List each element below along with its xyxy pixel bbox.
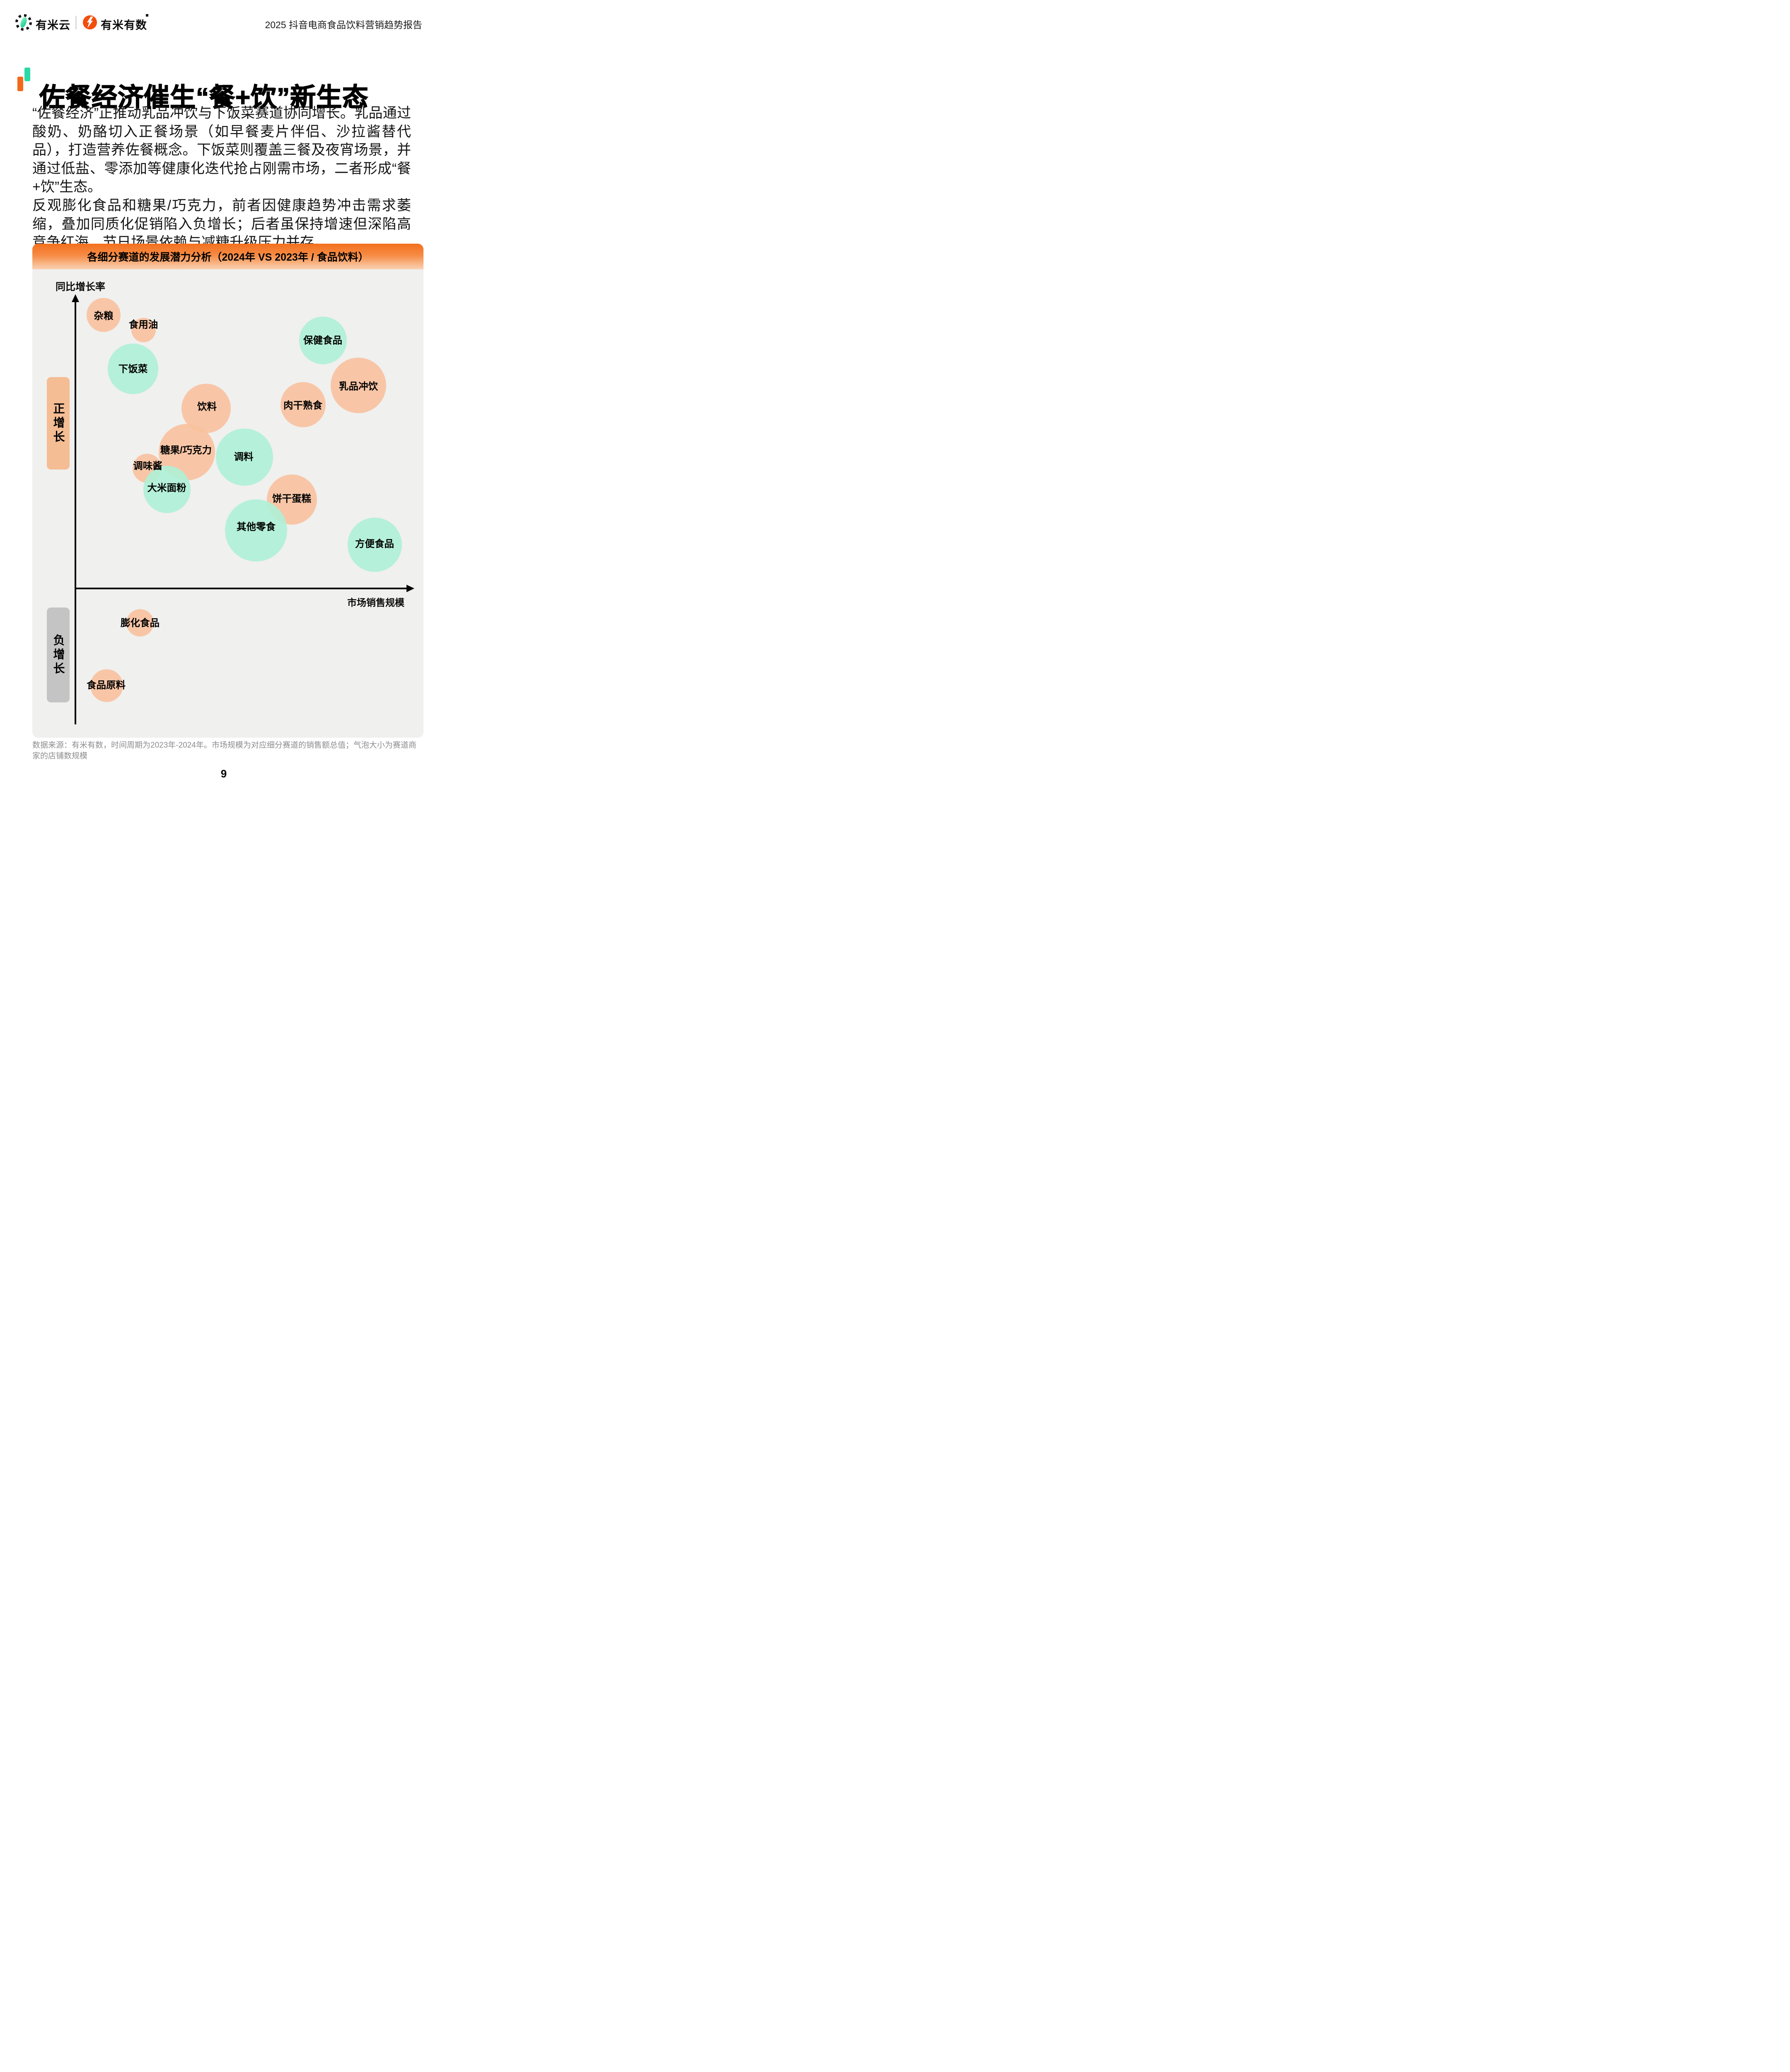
yumiyun-logo-icon [15,14,32,31]
brand-divider [75,16,77,29]
bubble-mint [347,517,402,572]
bubble-label: 糖果/巧克力 [160,445,212,455]
chart-header: 各细分赛道的发展潜力分析（2024年 VS 2023年 / 食品饮料） [32,244,423,269]
bubble-peach [126,609,154,637]
bubble-label: 饼干蛋糕 [272,493,311,504]
chart-title: 各细分赛道的发展潜力分析（2024年 VS 2023年 / 食品饮料） [87,252,369,263]
body-text: “佐餐经济”正推动乳品冲饮与下饭菜赛道协同增长。乳品通过酸奶、奶酪切入正餐场景（… [32,104,411,252]
bubble-label: 大米面粉 [147,482,186,493]
brand-name-youmiyoushu: 有米有数 [101,19,147,31]
y-axis-line [75,302,76,724]
title-accent-orange-bar [17,77,23,91]
bubble-label: 杂粮 [94,310,114,321]
bubble-peach [90,669,123,702]
page-title: 佐餐经济催生“餐+饮”新生态 [39,83,369,112]
bubble-mint [299,316,347,364]
bubble-label: 调料 [234,451,254,462]
bubble-mint [108,344,158,394]
trademark-square-icon [146,14,148,17]
bubble-peach [131,317,156,342]
bubble-label: 肉干熟食 [283,400,322,411]
bubble-peach [331,358,386,413]
bubble-label: 乳品冲饮 [339,381,378,392]
bubble-label: 下饭菜 [118,363,148,374]
body-paragraph-1: “佐餐经济”正推动乳品冲饮与下饭菜赛道协同增长。乳品通过酸奶、奶酪切入正餐场景（… [32,105,411,195]
bubble-label: 饮料 [197,401,217,412]
report-page: 有米云 有米有数 2025 抖音电商食品饮料营销趋势报告 佐餐经济催生“餐+饮”… [0,0,448,796]
page-header: 有米云 有米有数 2025 抖音电商食品饮料营销趋势报告 [0,0,448,45]
title-accent-green-bar [24,68,30,81]
chart-card: 各细分赛道的发展潜力分析（2024年 VS 2023年 / 食品饮料） 杂粮食用… [32,244,423,738]
bubble-label: 膨化食品 [121,617,160,628]
x-axis-line [75,588,408,589]
data-source-footnote: 数据来源：有米有数，时间周期为2023年-2024年。市场规模为对应细分赛道的销… [32,741,416,760]
x-axis-arrow-icon [406,585,414,592]
bubble-mint [143,466,191,513]
page-number: 9 [220,767,227,780]
negative-growth-badge: 负增长 [47,608,70,702]
y-axis-arrow-icon [72,294,79,302]
bubble-mint [225,499,287,562]
x-axis-label: 市场销售规模 [347,597,404,608]
bubble-label: 食用油 [128,319,158,330]
bubble-label: 食品原料 [87,680,126,690]
y-axis-label: 同比增长率 [56,281,105,293]
bubble-peach [87,298,121,332]
bubble-label: 调味酱 [133,460,162,471]
bubble-label: 方便食品 [355,538,394,549]
bubble-peach [280,382,326,427]
bubble-label: 其他零食 [237,521,276,532]
report-title: 2025 抖音电商食品饮料营销趋势报告 [265,19,422,30]
bubble-mint [216,428,273,486]
bubble-label: 保健食品 [303,335,342,346]
youmiyoushu-logo-icon [83,15,97,29]
brand-name-yumiyun: 有米云 [36,19,70,31]
positive-growth-badge: 正增长 [47,377,70,470]
